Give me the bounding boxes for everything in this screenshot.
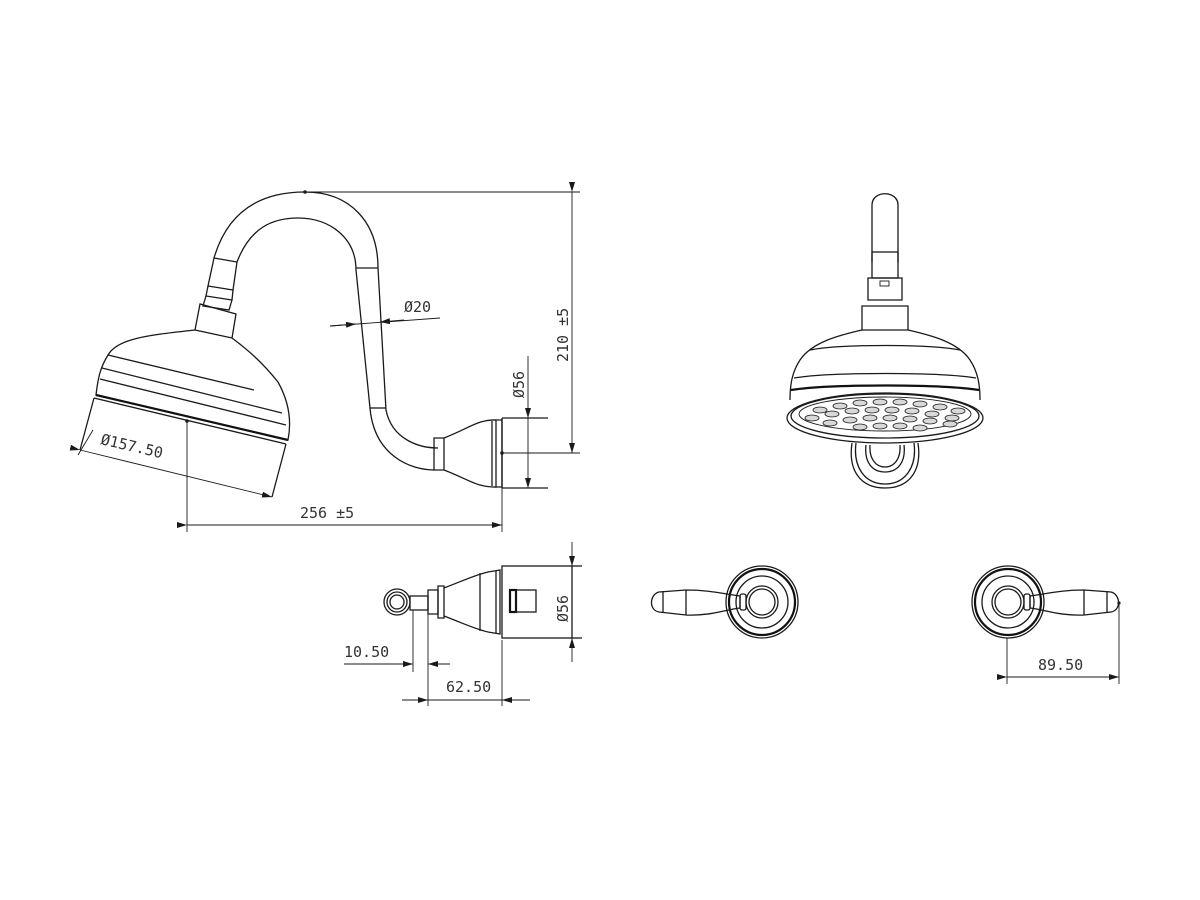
arm-projection-label: 256 ±5 — [300, 504, 354, 522]
flange-diameter-label: Ø56 — [510, 371, 528, 398]
lever-length-label: 89.50 — [1038, 656, 1083, 674]
gooseneck-arm-outer — [213, 191, 439, 449]
spray-holes — [804, 398, 966, 432]
shower-side-view: Ø157.50 Ø20 Ø56 210 ±5 256 ±5 — [69, 182, 580, 532]
tap-side-view: Ø56 10.50 62.50 — [344, 542, 582, 706]
gooseneck-arm-inner — [236, 217, 435, 471]
tap-flange-diameter-label: Ø56 — [554, 595, 572, 622]
tap-projection-label: 62.50 — [446, 678, 491, 696]
arm-diameter-label: Ø20 — [404, 298, 431, 316]
tap-front-right: 89.50 — [971, 565, 1121, 684]
tap-front-left — [650, 565, 799, 639]
arm-height-label: 210 ±5 — [554, 308, 572, 362]
tap-spindle-label: 10.50 — [344, 643, 389, 661]
shower-front-view — [786, 193, 984, 489]
